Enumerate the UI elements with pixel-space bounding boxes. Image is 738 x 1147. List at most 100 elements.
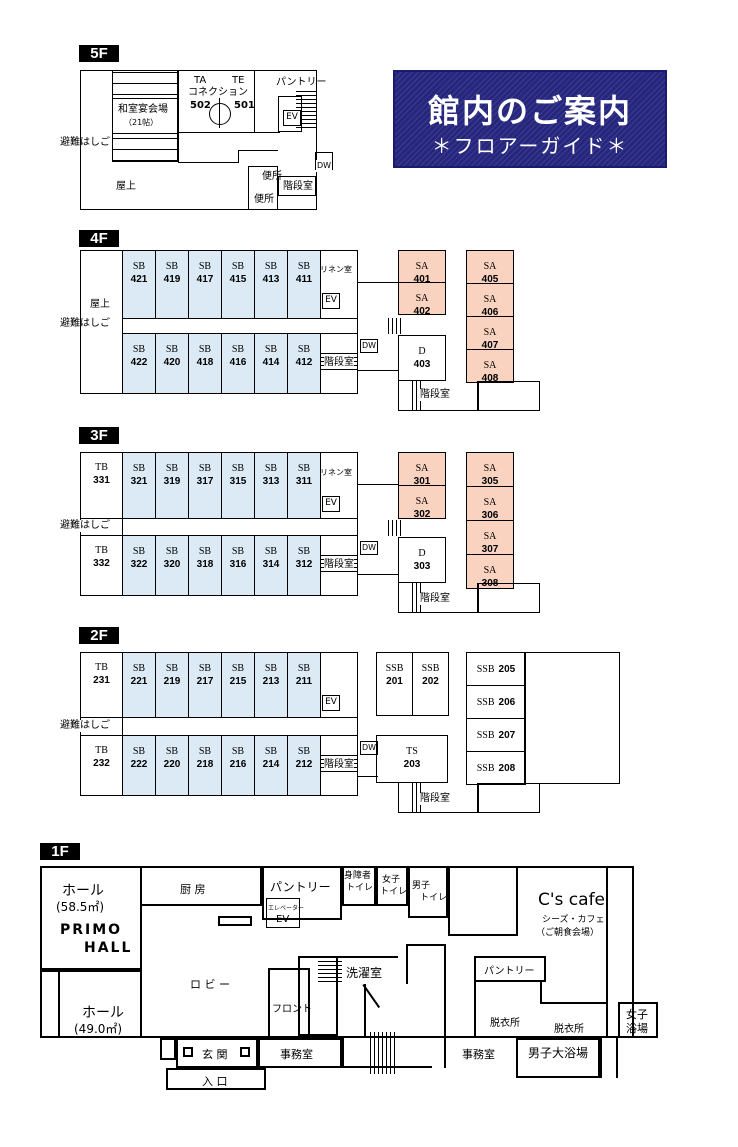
room-501: 501 [234, 100, 255, 111]
room-number: 415 [229, 274, 247, 285]
room-number: 315 [229, 476, 247, 487]
room-number: 422 [130, 357, 148, 368]
room-number: 320 [163, 559, 181, 570]
room-type: SB [264, 546, 278, 557]
entrance-door-left[interactable] [183, 1047, 193, 1057]
room-type: SA [483, 261, 497, 272]
room-number: 418 [196, 357, 214, 368]
stairs-4f: 階段室 [324, 357, 354, 369]
floor-label-5f: 5F [79, 45, 119, 62]
tatami-hall-label: 和室宴会場 [118, 104, 168, 115]
linen-room-3f: リネン室 [320, 468, 352, 477]
room-number: 414 [262, 357, 280, 368]
room-number: 205 [498, 664, 516, 675]
dressing-room-2: 脱衣所 [554, 1024, 584, 1035]
office-2: 事務室 [462, 1048, 495, 1061]
room-type: SB [198, 261, 212, 272]
room-type: SA [415, 496, 429, 507]
room-type: SB [264, 261, 278, 272]
room-type: SA [483, 327, 497, 338]
entrance-door-right[interactable] [240, 1047, 250, 1057]
room-number: 319 [163, 476, 181, 487]
room-type: SB [231, 663, 245, 674]
womens-bath-1: 女子 [626, 1008, 648, 1021]
room-number: 219 [163, 676, 181, 687]
room-type: SA [415, 293, 429, 304]
lobby-label: ロ ビ ー [190, 978, 230, 991]
room-type: SB [165, 663, 179, 674]
room-type: SB [165, 261, 179, 272]
dressing-room-1: 脱衣所 [490, 1018, 520, 1029]
room-sb-219[interactable]: SB 219 [155, 652, 189, 718]
front-desk-label: フロント [272, 1004, 312, 1015]
mens-bath-label: 男子大浴場 [528, 1046, 589, 1060]
room-type: SB [231, 546, 245, 557]
room-number: 218 [196, 759, 214, 770]
entrance-label: 入 口 [202, 1075, 228, 1088]
entrance-hall-label: 玄 関 [202, 1048, 228, 1061]
escape-ladder-2f: 避難はしご [60, 720, 110, 732]
room-number: 421 [130, 274, 148, 285]
dumbwaiter-2f: DW [360, 741, 378, 755]
